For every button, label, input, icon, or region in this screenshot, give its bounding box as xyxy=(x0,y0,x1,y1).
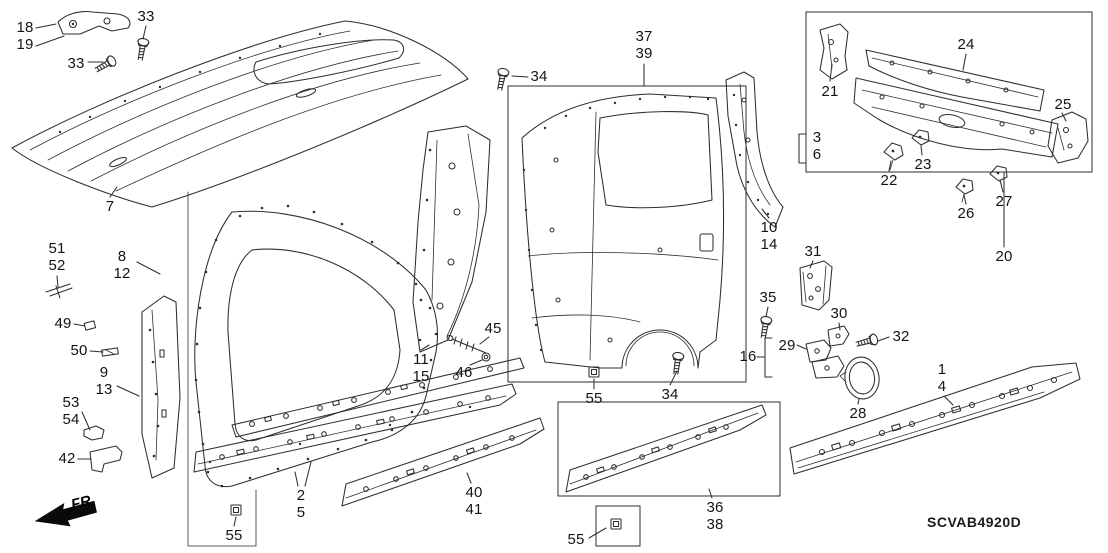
rear-pillar-drawing xyxy=(725,71,784,228)
callout-23: 23 xyxy=(914,156,932,173)
callout-20: 20 xyxy=(995,248,1013,265)
callout-34-b: 34 xyxy=(661,386,679,403)
callout-34-a: 34 xyxy=(530,68,548,85)
callout-33-b: 33 xyxy=(67,55,85,72)
callout-36-38: 36 38 xyxy=(706,499,724,533)
callout-31: 31 xyxy=(804,243,822,260)
callout-37-39: 37 39 xyxy=(635,28,653,62)
callout-9-13: 9 13 xyxy=(95,364,113,398)
outer-side-panel-drawing xyxy=(507,85,747,383)
callout-55-b: 55 xyxy=(225,527,243,544)
callout-53-54: 53 54 xyxy=(62,394,80,428)
callout-33-a: 33 xyxy=(137,8,155,25)
callout-8-12: 8 12 xyxy=(113,248,131,282)
callout-42: 42 xyxy=(58,450,76,467)
callout-25: 25 xyxy=(1054,96,1072,113)
quarter-inner-stiffener-drawing xyxy=(141,295,181,479)
leader-lines xyxy=(35,23,1067,539)
tailgate-bracket-group-drawing xyxy=(799,260,880,400)
callout-29: 29 xyxy=(778,337,796,354)
callout-27: 27 xyxy=(995,193,1013,210)
callout-28: 28 xyxy=(849,405,867,422)
sill-outer-rear-drawing xyxy=(557,401,781,497)
callout-26: 26 xyxy=(957,205,975,222)
callout-50: 50 xyxy=(70,342,88,359)
roof-panel-drawing xyxy=(11,20,469,208)
callout-21: 21 xyxy=(821,83,839,100)
callout-55-a: 55 xyxy=(585,390,603,407)
callout-55-c: 55 xyxy=(567,531,585,548)
fastener-drawings xyxy=(45,37,880,547)
callout-18-19: 18 19 xyxy=(16,19,34,53)
roof-bracket-drawing xyxy=(57,11,131,35)
sill-side-panel-drawing xyxy=(789,362,1081,475)
callout-16: 16 xyxy=(739,348,757,365)
callout-11-15: 11 15 xyxy=(412,351,430,385)
fr-arrow-icon xyxy=(34,500,97,527)
callout-7: 7 xyxy=(105,198,115,215)
diagram-code: SCVAB4920D xyxy=(927,514,1022,530)
sill-outer-front-drawing xyxy=(341,417,545,507)
callout-22: 22 xyxy=(880,172,898,189)
callout-10-14: 10 14 xyxy=(760,219,778,253)
callout-32: 32 xyxy=(892,328,910,345)
sill-inner-drawing xyxy=(193,383,517,473)
callout-1-4: 1 4 xyxy=(937,361,947,395)
group-bracket-lines xyxy=(187,191,257,547)
callout-24: 24 xyxy=(957,36,975,53)
callout-40-41: 40 41 xyxy=(465,484,483,518)
callout-30: 30 xyxy=(830,305,848,322)
callout-49: 49 xyxy=(54,315,72,332)
callout-3-6: 3 6 xyxy=(812,129,822,163)
callout-2-5: 2 5 xyxy=(296,487,306,521)
inner-side-panel-drawing xyxy=(194,204,525,488)
rear-panel-assembly-drawing xyxy=(805,11,1093,203)
front-pillar-drawing xyxy=(412,125,491,353)
callout-45: 45 xyxy=(484,320,502,337)
callout-46: 46 xyxy=(455,364,473,381)
callout-51-52: 51 52 xyxy=(48,240,66,274)
callout-35: 35 xyxy=(759,289,777,306)
